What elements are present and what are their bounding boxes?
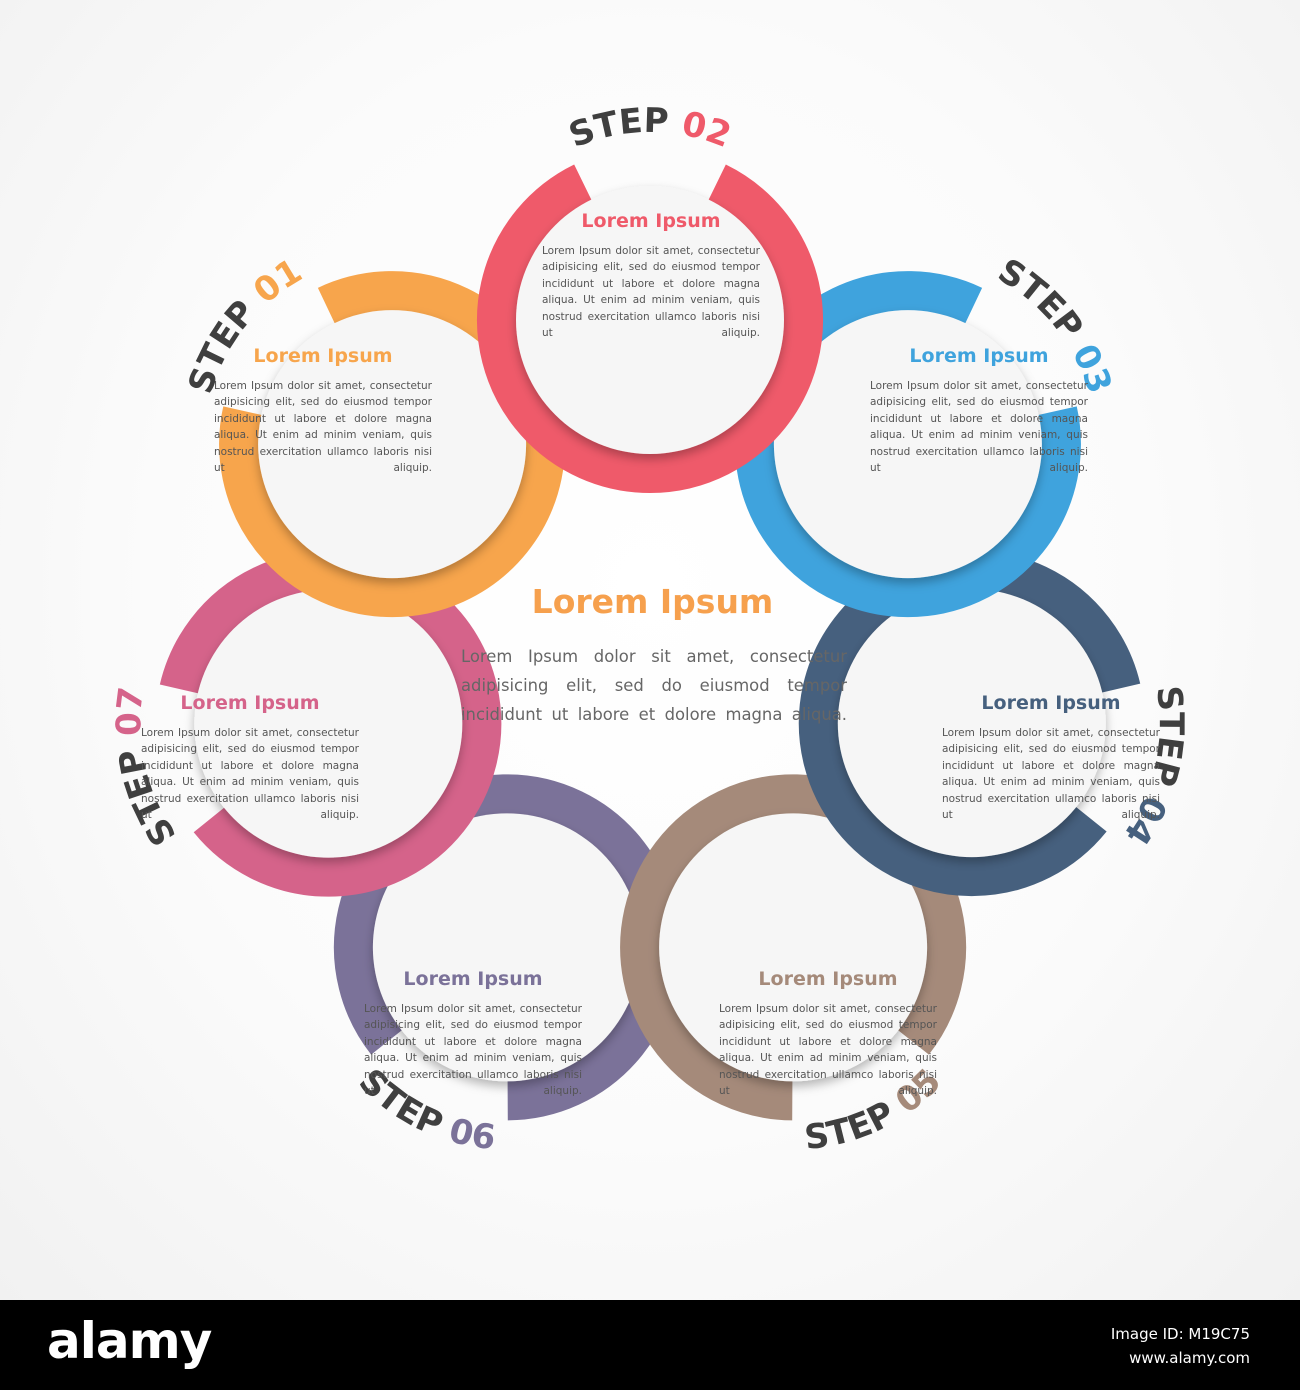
step-06-disc (372, 813, 641, 1082)
footer-image-id: Image ID: M19C75 www.alamy.com (1111, 1322, 1250, 1370)
step-04-disc (837, 589, 1106, 858)
step-07-ring-group (159, 550, 502, 897)
step-03-disc (773, 310, 1042, 579)
step-01-ring-group (219, 271, 566, 618)
step-05-body: Lorem Ipsum dolor sit amet, consectetur … (719, 1003, 937, 1098)
step-02-body: Lorem Ipsum dolor sit amet, consectetur … (542, 245, 760, 340)
step-06-ring (333, 774, 680, 1121)
step-02-ring (477, 164, 823, 493)
step-03-title: Lorem Ipsum (909, 345, 1049, 367)
step-01-disc (258, 310, 527, 579)
center-body: Lorem Ipsum dolor sit amet, consectetur … (461, 647, 847, 724)
center-title: Lorem Ipsum (531, 582, 774, 621)
step-01-title: Lorem Ipsum (253, 345, 393, 367)
step-03-ring (734, 271, 1081, 618)
step-05-ring-group (620, 774, 967, 1121)
step-word: STEP (564, 101, 684, 156)
image-id-text: Image ID: M19C75 (1110, 1325, 1250, 1343)
step-03-body: Lorem Ipsum dolor sit amet, consectetur … (870, 380, 1088, 475)
step-05-disc (659, 813, 928, 1082)
step-04-body: Lorem Ipsum dolor sit amet, consectetur … (942, 727, 1160, 822)
step-02-ring-group (477, 164, 823, 493)
step-07-disc (194, 589, 463, 858)
step-06-ring-group (333, 774, 680, 1121)
step-05-title: Lorem Ipsum (758, 968, 898, 990)
step-04-title: Lorem Ipsum (981, 692, 1121, 714)
step-number: 06 (445, 1111, 498, 1159)
step-06-body: Lorem Ipsum dolor sit amet, consectetur … (364, 1003, 582, 1098)
step-03-ring-group (734, 271, 1081, 618)
footer-logo: alamy (47, 1312, 212, 1370)
step-07-title: Lorem Ipsum (180, 692, 320, 714)
step-02-label: STEP 02 (564, 101, 736, 156)
step-05-ring (620, 774, 967, 1121)
step-04-ring (798, 550, 1141, 897)
rings-layer (159, 164, 1141, 1121)
step-04-ring-group (798, 550, 1141, 897)
step-number: 02 (678, 104, 736, 156)
step-02-title: Lorem Ipsum (581, 210, 721, 232)
step-01-body: Lorem Ipsum dolor sit amet, consectetur … (214, 380, 432, 475)
step-07-ring (159, 550, 502, 897)
step-06-title: Lorem Ipsum (403, 968, 543, 990)
step-word: STEP (991, 251, 1098, 356)
footer-bar: alamy Image ID: M19C75 www.alamy.com (0, 1300, 1300, 1390)
step-01-ring (219, 271, 566, 618)
site-text: www.alamy.com (1129, 1349, 1250, 1367)
step-02-disc (516, 186, 784, 454)
step-07-body: Lorem Ipsum dolor sit amet, consectetur … (141, 727, 359, 822)
